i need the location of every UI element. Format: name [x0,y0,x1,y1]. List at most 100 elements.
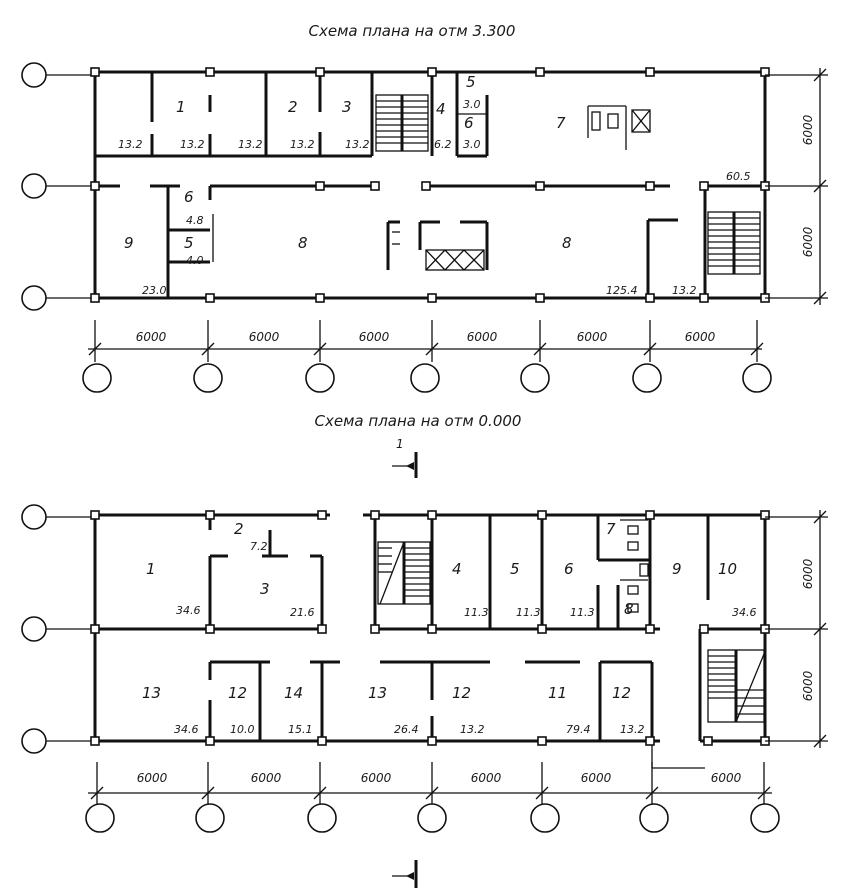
room-area: 10.0 [230,723,255,736]
upper-bay-dimensions: 6000 6000 6000 6000 6000 6000 [88,320,764,362]
room-number: 1 [176,98,186,116]
upper-plan: 1 13.2 13.2 2 13.2 13.2 3 13.2 4 6.2 5 3… [21,62,828,393]
span-dimension: 6000 [801,114,815,145]
span-dimension: 6000 [801,670,815,701]
lower-left-axis-bubbles [21,504,95,754]
lower-room-labels: 1 34.6 2 7.2 3 21.6 4 11.3 5 11.3 6 11.3… [142,520,757,736]
room-number: 5 [466,73,476,91]
room-number: 3 [260,580,270,598]
room-area: 34.6 [732,606,757,619]
room-number: 4 [436,100,446,118]
axis-bubble [21,62,47,88]
lower-stair-left [377,541,431,605]
room-area: 3.0 [463,138,481,151]
section-mark-label: 1 [396,437,404,451]
room-number: 2 [288,98,298,116]
bay-dimension: 6000 [361,771,392,785]
room-area: 4.0 [186,254,204,267]
room-area: 3.0 [463,98,481,111]
bay-dimension: 6000 [581,771,612,785]
lower-sanitary-fixtures [620,519,649,613]
section-mark-bottom [392,860,418,888]
bay-dimension: 6000 [249,330,280,344]
upper-plan-title: Схема плана на отм 3.300 [309,22,516,40]
upper-partitions [95,72,765,298]
room-number: 9 [124,234,134,252]
span-dimension: 6000 [801,226,815,257]
room-number: 6 [184,188,194,206]
room-area: 13.2 [345,138,370,151]
upper-bottom-axis-bubbles [82,363,772,393]
room-number: 13 [368,684,387,702]
room-number: 10 [718,560,737,578]
upper-lift-shafts [392,105,651,271]
lower-stair-right [707,649,765,723]
bay-dimension: 6000 [685,330,716,344]
room-number: 4 [452,560,462,578]
upper-stair-left [375,94,429,152]
bay-dimension: 6000 [359,330,390,344]
room-area: 34.6 [174,723,199,736]
axis-bubble [21,285,47,311]
room-number: 7 [556,114,566,132]
room-area: 13.2 [672,284,697,297]
room-number: 1 [146,560,156,578]
bay-dimension: 6000 [137,771,168,785]
room-number: 14 [284,684,303,702]
room-number: 9 [672,560,682,578]
lower-bay-dimensions: 6000 6000 6000 6000 6000 6000 [88,762,772,806]
room-area: 6.2 [434,138,452,151]
room-number: 2 [234,520,244,538]
room-number: 5 [184,234,194,252]
room-area: 79.4 [566,723,591,736]
room-number: 12 [228,684,247,702]
room-area: 4.8 [186,214,204,227]
upper-span-dimensions: 6000 6000 [765,68,828,305]
room-number: 6 [464,114,474,132]
room-area: 15.1 [288,723,313,736]
room-area: 11.3 [516,606,541,619]
bay-dimension: 6000 [251,771,282,785]
room-area: 13.2 [620,723,645,736]
room-area: 7.2 [250,540,268,553]
bay-dimension: 6000 [136,330,167,344]
bay-dimension: 6000 [467,330,498,344]
room-area: 21.6 [290,606,315,619]
upper-room-labels: 1 13.2 13.2 2 13.2 13.2 3 13.2 4 6.2 5 3… [118,73,751,297]
room-number: 5 [510,560,520,578]
lower-columns [90,510,770,746]
room-number: 11 [548,684,567,702]
room-area: 11.3 [464,606,489,619]
room-area: 60.5 [726,170,751,183]
room-area: 26.4 [394,723,419,736]
room-number: 12 [452,684,471,702]
span-dimension: 6000 [801,558,815,589]
lower-plan-title: Схема плана на отм 0.000 [315,412,522,430]
room-number: 7 [606,520,616,538]
room-area: 13.2 [460,723,485,736]
room-area: 13.2 [180,138,205,151]
upper-columns [90,67,770,303]
lower-span-dimensions: 6000 6000 [765,510,828,748]
room-number: 8 [298,234,308,252]
upper-stair-right [707,211,761,275]
upper-left-axis-bubbles [21,62,95,311]
room-number: 13 [142,684,161,702]
bay-dimension: 6000 [577,330,608,344]
room-area: 23.0 [142,284,167,297]
room-area: 13.2 [238,138,263,151]
bay-dimension: 6000 [471,771,502,785]
lower-bottom-axis-bubbles [85,803,780,833]
room-area: 11.3 [570,606,595,619]
axis-bubble [21,173,47,199]
lower-plan: 1 34.6 2 7.2 3 21.6 4 11.3 5 11.3 6 11.3… [21,504,828,833]
room-number: 6 [564,560,574,578]
room-area: 13.2 [118,138,143,151]
room-area: 34.6 [176,604,201,617]
room-number: 3 [342,98,352,116]
room-number: 8 [562,234,572,252]
room-area: 13.2 [290,138,315,151]
bay-dimension: 6000 [711,771,742,785]
section-mark-top: 1 [392,437,418,478]
